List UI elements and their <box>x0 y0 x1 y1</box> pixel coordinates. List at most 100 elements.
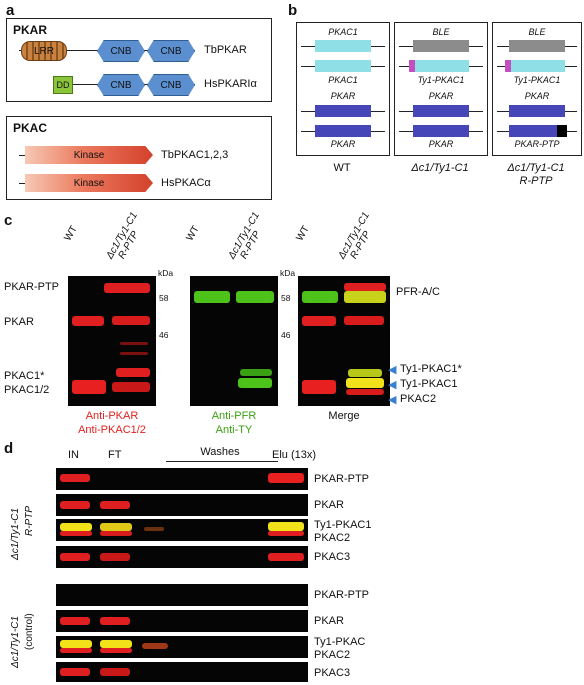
band <box>120 352 148 355</box>
dd-domain: DD <box>53 76 73 94</box>
cnb-label: CNB <box>160 79 182 91</box>
band <box>268 473 304 483</box>
marker-58: 58 <box>159 293 169 303</box>
gene-pkar <box>509 125 557 137</box>
header-ft: FT <box>108 449 122 461</box>
ptp-tag <box>557 125 567 137</box>
band <box>344 291 386 303</box>
band <box>116 368 150 377</box>
band <box>60 617 90 625</box>
allele-label: Ty1-PKAC1 <box>513 75 561 85</box>
band <box>100 668 130 676</box>
gene-ble <box>509 40 565 52</box>
marker-46: 46 <box>281 330 291 340</box>
allele-label: PKAC1 <box>328 75 358 85</box>
strip-pkac1-1 <box>56 519 308 541</box>
strip-pkar-ptp-2 <box>56 584 308 606</box>
arrow-icon: ◀ <box>388 364 397 376</box>
genotype-caption-rptp-1: Δc1/Ty1-C1 <box>507 162 565 174</box>
gene-pkac1 <box>315 60 371 72</box>
tbpkac-backbone <box>19 155 27 156</box>
genotype-caption-dc1: Δc1/Ty1-C1 <box>411 162 469 174</box>
group1-label: Δc1/Ty1-C1 <box>10 507 21 560</box>
kda-label: kDa <box>158 268 174 278</box>
pkar-box-title: PKAR <box>13 23 48 37</box>
panel-d-letter: d <box>4 440 14 457</box>
header-elu: Elu (13x) <box>272 449 317 461</box>
genotype-box-dc1: BLE Ty1-PKAC1 PKAR PKAR <box>394 22 488 156</box>
band <box>236 291 274 303</box>
band <box>100 617 130 625</box>
band <box>100 640 132 648</box>
lane-header-wt: WT <box>294 224 312 243</box>
row-label-pkar: PKAR <box>314 499 344 511</box>
caption-anti-pkar: Anti-PKAR <box>85 410 139 422</box>
row-label-pkac3: PKAC3 <box>314 551 351 563</box>
washes-bracket <box>166 461 278 462</box>
cnb-domain-a1: CNB <box>97 40 145 62</box>
gene-ble <box>413 40 469 52</box>
row-label-ty1-pkac: Ty1-PKAC <box>314 636 366 648</box>
gene-pkar <box>315 105 371 117</box>
band <box>100 531 132 536</box>
ty1-tag <box>409 60 415 72</box>
band <box>344 316 384 325</box>
panel-c-letter: c <box>4 212 13 229</box>
band-label-pkac2: PKAC2 <box>400 393 437 405</box>
band <box>346 389 384 395</box>
allele-label: PKAR-PTP <box>514 139 560 149</box>
band <box>72 316 104 326</box>
band <box>346 378 384 388</box>
band <box>302 291 338 303</box>
allele-label: PKAR <box>428 91 454 101</box>
band <box>100 523 132 531</box>
band <box>60 668 90 676</box>
band-label-pkac1-2: PKAC1/2 <box>4 384 50 396</box>
genotype-box-rptp: BLE Ty1-PKAC1 PKAR PKAR-PTP <box>492 22 582 156</box>
lrr-label: LRR <box>33 45 54 57</box>
band <box>302 316 336 326</box>
genotype-box-wt: PKAC1 PKAC1 PKAR PKAR <box>296 22 390 156</box>
blot-green <box>190 276 278 406</box>
allele-label: PKAR <box>330 139 356 149</box>
band-label-ty1-pkac1-star: Ty1-PKAC1* <box>400 363 462 375</box>
kinase-domain-hs: Kinase <box>25 174 153 192</box>
band <box>120 342 148 345</box>
band <box>240 369 272 376</box>
band <box>60 501 90 509</box>
band <box>112 382 150 392</box>
band <box>60 640 92 648</box>
group2-label: Δc1/Ty1-C1 <box>10 615 21 668</box>
arrow-icon: ◀ <box>388 379 397 391</box>
hspkar-name: HsPKARIα <box>204 78 257 90</box>
caption-merge: Merge <box>328 410 360 422</box>
kinase-domain-tb: Kinase <box>25 146 153 164</box>
allele-label: PKAR <box>330 91 356 101</box>
cnb-domain-a2: CNB <box>97 74 145 96</box>
band <box>60 523 92 531</box>
cnb-domain-b2: CNB <box>147 74 195 96</box>
caption-anti-pkac: Anti-PKAC1/2 <box>78 424 146 436</box>
lane-header-wt: WT <box>62 224 80 243</box>
row-label-pkar: PKAR <box>314 615 344 627</box>
allele-label: BLE <box>432 27 450 37</box>
pkac-box-title: PKAC <box>13 121 48 135</box>
cnb-label: CNB <box>160 45 182 57</box>
tbpkac-name: TbPKAC1,2,3 <box>161 149 229 161</box>
pkar-domain-box: PKAR LRR CNB CNB TbPKAR DD CNB CNB HsPKA… <box>6 18 272 102</box>
header-in: IN <box>68 449 79 461</box>
kinase-label: Kinase <box>73 177 105 189</box>
strip-pkac1-2 <box>56 636 308 658</box>
arrow-icon: ◀ <box>388 394 397 406</box>
band <box>100 648 132 653</box>
cnb-domain-b1: CNB <box>147 40 195 62</box>
pkac-domain-box: PKAC Kinase TbPKAC1,2,3 Kinase HsPKACα <box>6 116 272 200</box>
kda-label: kDa <box>280 268 296 278</box>
cnb-label: CNB <box>110 45 132 57</box>
allele-label: PKAC1 <box>328 27 358 37</box>
cnb-label: CNB <box>110 79 132 91</box>
strip-pkar-ptp-1 <box>56 468 308 490</box>
hspkac-backbone <box>19 183 27 184</box>
tbpkar-name: TbPKAR <box>204 44 247 56</box>
band <box>142 643 168 649</box>
